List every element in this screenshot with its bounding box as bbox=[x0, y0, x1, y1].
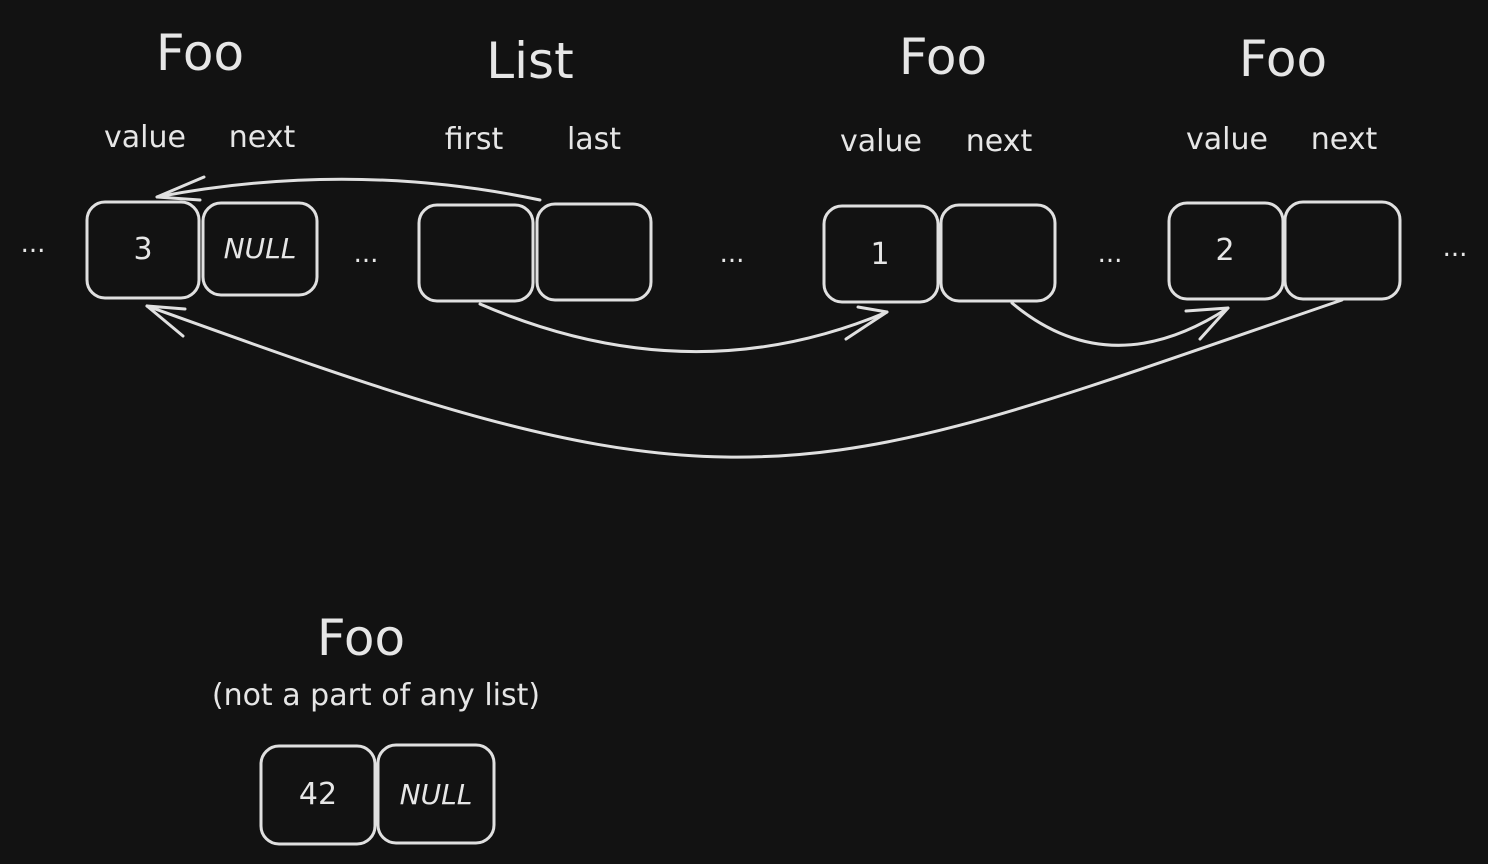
list-last-label: last bbox=[567, 122, 621, 157]
node-foo-3: 3 NULL bbox=[85, 200, 319, 300]
node-foo-3-next: NULL bbox=[224, 232, 297, 265]
node-foo-2-title: Foo bbox=[1239, 30, 1327, 88]
orphan-next: NULL bbox=[400, 778, 473, 811]
node-foo-2-next-label: next bbox=[1311, 122, 1378, 157]
node-foo-3-title: Foo bbox=[156, 24, 244, 82]
node-foo-1-value: 1 bbox=[870, 237, 889, 272]
list-node bbox=[417, 202, 653, 303]
node-foo-3-value-label: value bbox=[104, 120, 186, 155]
node-foo-1-title: Foo bbox=[899, 28, 987, 86]
arrow-list-last-to-foo-3 bbox=[155, 175, 542, 202]
ellipsis-2: ... bbox=[354, 239, 379, 269]
list-title: List bbox=[486, 32, 573, 90]
ellipsis-4: ... bbox=[1098, 239, 1123, 269]
node-foo-1-next-box bbox=[939, 203, 1057, 303]
ellipsis-1: ... bbox=[21, 229, 46, 259]
arrow-foo-1-next-to-foo-2 bbox=[1010, 301, 1230, 347]
orphan-node: Foo (not a part of any list) 42 NULL bbox=[212, 609, 540, 846]
arrow-foo-2-next-to-foo-3 bbox=[145, 298, 1344, 459]
node-foo-2-value-box bbox=[1167, 201, 1285, 301]
orphan-title: Foo bbox=[317, 609, 405, 667]
list-first-label: first bbox=[445, 122, 504, 157]
ellipsis-3: ... bbox=[720, 239, 745, 269]
orphan-note: (not a part of any list) bbox=[212, 678, 540, 713]
ellipsis-5: ... bbox=[1443, 233, 1468, 263]
node-foo-1-value-box bbox=[822, 204, 940, 304]
node-foo-3-value-box bbox=[85, 200, 201, 300]
orphan-next-box bbox=[376, 743, 496, 845]
node-foo-1-value-label: value bbox=[840, 124, 922, 159]
orphan-value-box bbox=[259, 744, 377, 846]
list-first-box bbox=[417, 203, 535, 303]
node-foo-3-value: 3 bbox=[133, 232, 152, 267]
list-last-box bbox=[535, 202, 653, 302]
node-foo-2: 2 bbox=[1167, 200, 1402, 301]
node-foo-1-next-label: next bbox=[966, 124, 1033, 159]
node-foo-2-value-label: value bbox=[1186, 122, 1268, 157]
node-foo-3-next-label: next bbox=[229, 120, 296, 155]
node-foo-2-next-box bbox=[1283, 200, 1402, 301]
node-foo-3-next-box bbox=[201, 201, 319, 297]
node-foo-2-value: 2 bbox=[1215, 233, 1234, 268]
orphan-value: 42 bbox=[299, 777, 337, 812]
arrow-list-first-to-foo-1 bbox=[478, 302, 889, 354]
node-foo-1: 1 bbox=[822, 203, 1057, 304]
